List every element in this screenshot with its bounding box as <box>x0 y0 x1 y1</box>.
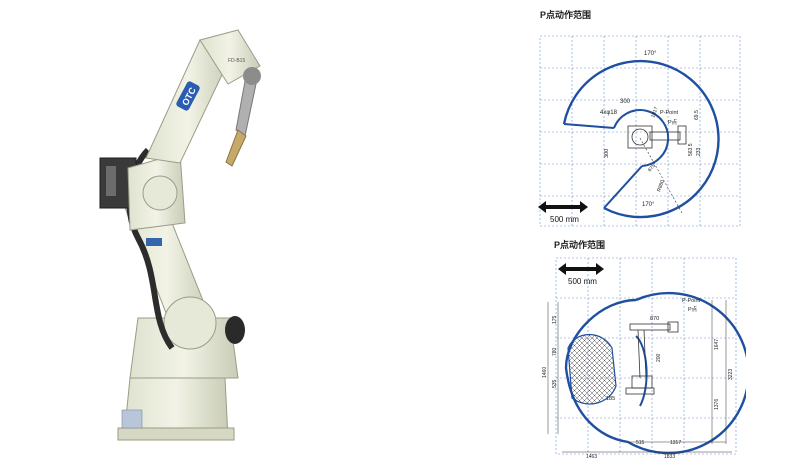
waist-motor <box>225 316 245 344</box>
top-dim-300-side: 300 <box>604 149 610 158</box>
bottom-dim-185: 185 <box>606 396 615 402</box>
torch-tip <box>225 129 247 167</box>
brand-badge-bg <box>176 81 200 111</box>
bottom-dim-1460: 1460 <box>542 367 548 378</box>
bottom-dim-200: 200 <box>656 353 662 362</box>
bottom-p-mark: P点 <box>688 306 698 313</box>
bottom-dim-515: 515 <box>636 440 645 446</box>
welding-torch <box>235 75 257 137</box>
elbow-label <box>146 238 162 246</box>
top-outer-range-arc <box>562 59 720 219</box>
bottom-dim-1647: 1647 <box>714 339 720 350</box>
bottom-dim-535: 535 <box>552 379 558 388</box>
bottom-dim-1317: 1317 <box>670 440 681 446</box>
base-plate <box>117 427 235 441</box>
top-dim-675: 675 <box>647 163 657 173</box>
top-dim-563-5: 563.5 <box>688 143 694 156</box>
bottom-dim-870: 870 <box>650 316 659 322</box>
top-dim-r880: R880 <box>656 179 666 192</box>
top-range-diagram: 500 mm 170° 170° 300 4xφ18 1817 P-Point … <box>532 8 746 230</box>
top-robot-outline <box>627 125 687 149</box>
top-p-point: P-Point <box>660 110 679 116</box>
robot-arm-image: OTC FD-B15 <box>99 29 261 441</box>
top-range-svg: 500 mm 170° 170° 300 4xφ18 1817 P-Point … <box>538 35 741 227</box>
feeder-panel <box>106 166 116 196</box>
bottom-scale-bar <box>558 263 604 275</box>
top-range-edge-2 <box>603 165 643 209</box>
bottom-dim-3223: 3223 <box>728 369 734 380</box>
shoulder-joint <box>163 296 217 350</box>
top-scale-label: 500 mm <box>550 215 579 224</box>
top-dim-233: 233 <box>696 147 702 156</box>
top-dim-300: 300 <box>620 99 631 105</box>
elbow-joint <box>142 175 178 211</box>
top-diagram-title: P点动作范围 <box>540 10 592 20</box>
top-angle-bottom: 170° <box>642 202 655 208</box>
bottom-dim-175: 175 <box>552 315 558 324</box>
bottom-dim-lines <box>547 300 732 453</box>
bottom-p-point: P-Point <box>682 298 701 304</box>
model-label: FD-B15 <box>228 58 245 64</box>
top-dim-1817: 1817 <box>650 106 660 119</box>
torch-mount <box>243 67 261 85</box>
top-grid <box>539 35 741 227</box>
bottom-hatched-zone <box>567 334 617 405</box>
top-dim-69-5: 69.5 <box>694 110 700 120</box>
bottom-dim-780: 780 <box>552 347 558 356</box>
top-range-edge-1 <box>563 123 615 129</box>
bottom-dim-1833: 1833 <box>664 454 675 460</box>
top-scale-bar <box>538 201 588 213</box>
top-angle-top: 170° <box>644 51 657 57</box>
base-label <box>121 409 143 429</box>
bottom-dim-1376: 1376 <box>714 399 720 410</box>
bottom-inner-range-arc <box>635 335 648 407</box>
bottom-robot-outline <box>625 321 679 395</box>
top-dim-4xphi18: 4xφ18 <box>600 110 618 116</box>
top-inner-range-arc <box>613 109 670 167</box>
bottom-range-svg: 500 mm P-Point P点 870 175 780 535 1460 2… <box>542 257 750 460</box>
bottom-dim-1463: 1463 <box>586 454 597 460</box>
bottom-range-diagram: 500 mm P-Point P点 870 175 780 535 1460 2… <box>532 238 750 460</box>
top-p-mark: P点 <box>668 119 678 126</box>
bottom-diagram-title: P点动作范围 <box>554 240 606 250</box>
bottom-scale-label: 500 mm <box>568 277 597 286</box>
bottom-outer-range-arc <box>564 291 750 455</box>
